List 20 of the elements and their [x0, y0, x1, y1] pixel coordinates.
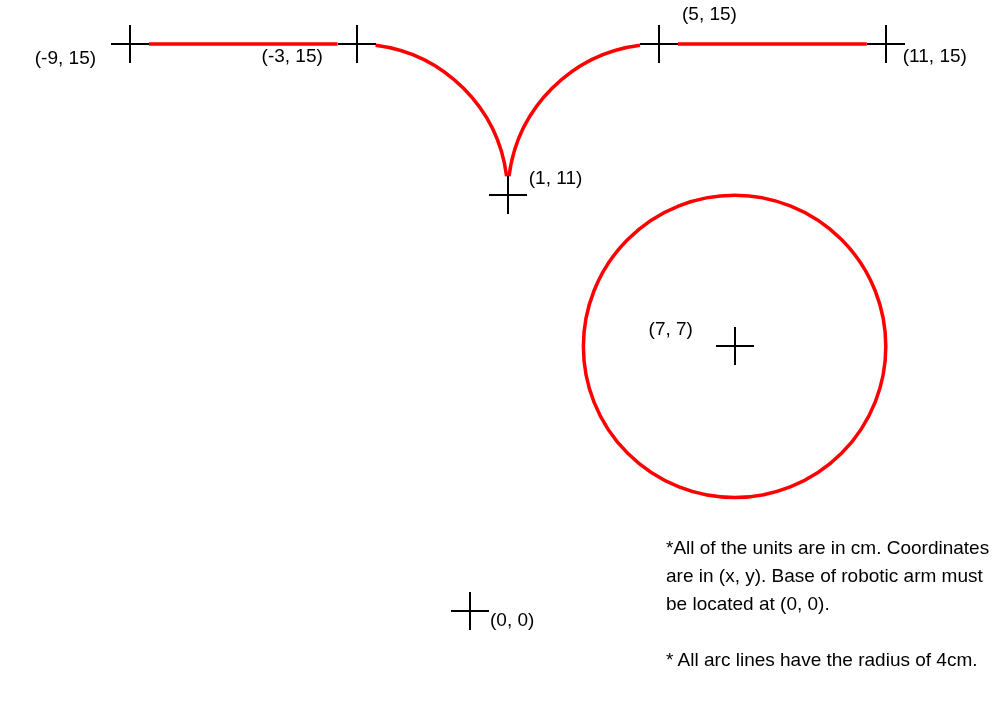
crosshair-mark	[866, 25, 905, 63]
coordinate-label: (-3, 15)	[261, 44, 323, 68]
crosshair-mark	[110, 25, 149, 63]
crosshair-mark	[451, 592, 489, 630]
arm-path-segment	[678, 42, 867, 46]
crosshair-mark	[488, 176, 527, 215]
arm-path-segment	[148, 42, 338, 46]
arm-path-segment	[507, 43, 641, 177]
coordinate-label: (0, 0)	[490, 608, 535, 632]
crosshair-mark	[715, 327, 754, 366]
crosshair-mark	[337, 25, 376, 63]
coordinate-label: (5, 15)	[682, 2, 737, 26]
coordinate-label: (-9, 15)	[34, 46, 97, 70]
arm-path-segment	[375, 43, 509, 177]
crosshair-mark	[640, 25, 678, 63]
coordinate-label: (11, 15)	[902, 44, 967, 68]
coordinate-label: (1, 11)	[528, 166, 583, 191]
note-text: *All of the units are in cm. Coordinates are in (x, y). Base of robotic arm must be located at (0, 0).	[666, 536, 991, 616]
coordinate-label: (7, 7)	[648, 317, 693, 342]
note-text: * All arc lines have the radius of 4cm.	[666, 648, 979, 672]
